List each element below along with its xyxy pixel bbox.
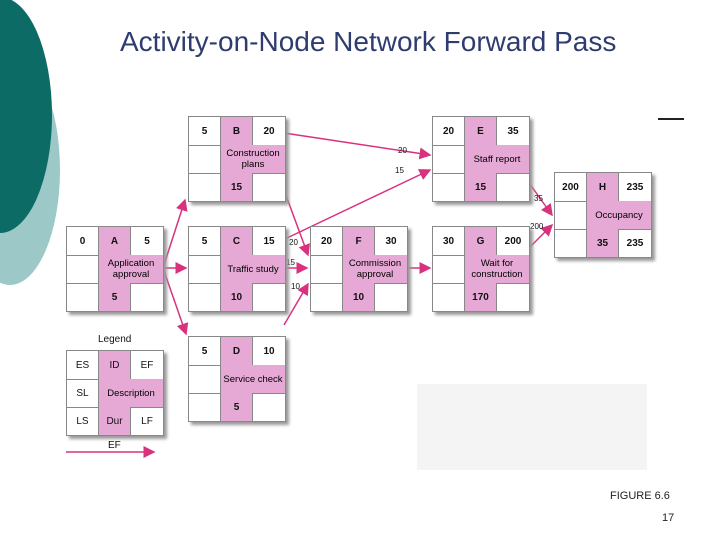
legend-dur: Dur [99, 407, 131, 435]
arrow-label-b-f: 15 [395, 166, 404, 175]
legend-id: ID [99, 351, 131, 379]
node-a: 0 A 5 Application approval 5 [66, 226, 164, 312]
node-f-es: 20 [311, 227, 343, 255]
node-d-dur: 5 [221, 393, 253, 421]
node-a-ef: 5 [144, 235, 150, 247]
node-a-desc: Application approval [99, 255, 163, 283]
node-g-es: 30 [433, 227, 465, 255]
blank-panel [417, 384, 647, 470]
arrow-e-h [526, 179, 553, 217]
node-b-ef: 20 [263, 125, 275, 137]
legend-node: ES ID EF SL Description LS Dur LF [66, 350, 164, 436]
node-b-desc: Construction plans [221, 145, 285, 173]
node-f-dur: 10 [343, 283, 375, 311]
node-f-desc: Commission approval [343, 255, 407, 283]
arrow-b-f [283, 189, 310, 257]
node-c-dur: 10 [221, 283, 253, 311]
node-g-ef: 200 [504, 235, 522, 247]
arrow-label-e-h: 35 [534, 194, 543, 203]
node-a-es: 0 [67, 227, 99, 255]
slide-dash-mark [658, 118, 684, 120]
node-d-id: D [221, 337, 253, 365]
node-h-es: 200 [555, 173, 587, 201]
node-c-es: 5 [189, 227, 221, 255]
node-b-dur: 15 [221, 173, 253, 201]
node-h-dur: 35 [587, 229, 619, 257]
node-d-es: 5 [189, 337, 221, 365]
node-h-ef: 235 [626, 181, 644, 193]
arrow-a-d [162, 267, 189, 336]
arrow-label-g-h: 200 [530, 222, 544, 231]
node-h: 200 H 235 Occupancy 35 235 [554, 172, 652, 258]
arrow-b-e [283, 132, 432, 160]
slide-title: Activity-on-Node Network Forward Pass [120, 26, 617, 57]
legend-ef: EF [140, 359, 154, 371]
node-c: 5 C 15 Traffic study 10 [188, 226, 286, 312]
node-c-desc: Traffic study [221, 255, 285, 283]
node-c-id: C [221, 227, 253, 255]
arrow-d-f [283, 282, 309, 326]
node-g-dur: 170 [465, 283, 497, 311]
node-e-ef: 35 [507, 125, 519, 137]
node-g: 30 G 200 Wait for construction 170 [432, 226, 530, 312]
node-a-dur: 5 [99, 283, 131, 311]
dark-teal-shape [0, 0, 52, 233]
arrow-g-h [526, 223, 554, 251]
arrow-a-b [162, 198, 188, 269]
node-a-id: A [99, 227, 131, 255]
node-f-id: F [343, 227, 375, 255]
node-e: 20 E 35 Staff report 15 [432, 116, 530, 202]
arrow-label-d-f: 10 [291, 282, 300, 291]
page-number: 17 [662, 512, 675, 524]
node-e-desc: Staff report [465, 145, 529, 173]
figure-label: FIGURE 6.6 [610, 490, 670, 502]
node-f-ef: 30 [385, 235, 397, 247]
node-h-desc: Occupancy [587, 201, 651, 229]
arrow-label-c-f-top: 20 [289, 238, 298, 247]
node-g-id: G [465, 227, 497, 255]
node-e-es: 20 [433, 117, 465, 145]
legend-es: ES [67, 351, 99, 379]
node-d-desc: Service check [221, 365, 285, 393]
legend-title: Legend [98, 334, 132, 345]
node-g-desc: Wait for construction [465, 255, 529, 283]
node-b: 5 B 20 Construction plans 15 [188, 116, 286, 202]
node-e-id: E [465, 117, 497, 145]
node-h-lf: 235 [626, 237, 644, 249]
node-h-id: H [587, 173, 619, 201]
node-d: 5 D 10 Service check 5 [188, 336, 286, 422]
node-e-dur: 15 [465, 173, 497, 201]
legend-lf: LF [141, 415, 153, 427]
node-b-id: B [221, 117, 253, 145]
legend-sl: SL [67, 379, 99, 407]
node-f: 20 F 30 Commission approval 10 [310, 226, 408, 312]
arrow-label-b-e: 20 [398, 146, 407, 155]
legend-arrow-label: EF [108, 440, 121, 451]
decorative-left-shapes [0, 0, 60, 285]
legend-ls: LS [67, 407, 99, 435]
legend-description: Description [99, 379, 163, 407]
node-c-ef: 15 [263, 235, 275, 247]
node-b-es: 5 [189, 117, 221, 145]
arrow-label-c-f-mid: 15 [286, 258, 295, 267]
node-d-ef: 10 [263, 345, 275, 357]
